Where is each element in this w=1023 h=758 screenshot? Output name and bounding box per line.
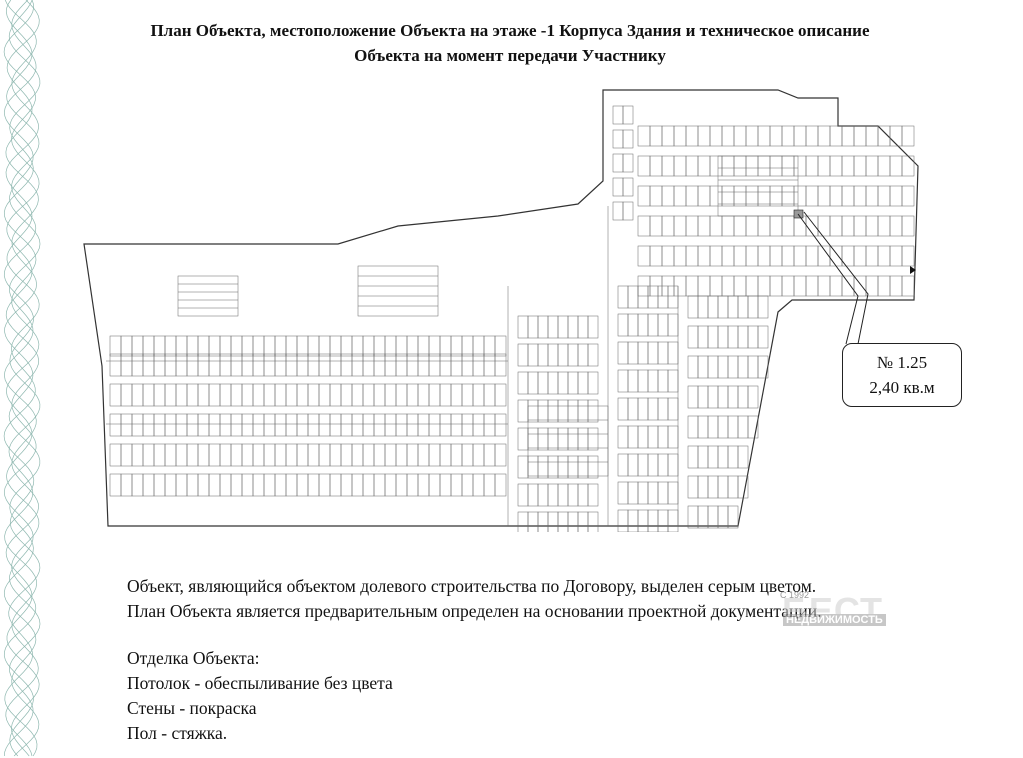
description-line-1: Объект, являющийся объектом долевого стр… (127, 576, 817, 596)
object-number: № 1.25 (876, 353, 928, 372)
finishing-item: Потолок - обеспыливание без цвета (127, 673, 393, 693)
finishing-item: Стены - покраска (127, 698, 257, 718)
entrance-marker-icon (910, 266, 916, 274)
document-title: План Объекта, местоположение Объекта на … (60, 18, 960, 68)
leader-line (797, 213, 859, 345)
plan-outline (83, 89, 919, 527)
title-line-1: План Объекта, местоположение Объекта на … (150, 21, 870, 40)
object-callout: № 1.25 2,40 кв.м (842, 343, 962, 407)
guilloche-border (3, 0, 41, 757)
finishing-item: Пол - стяжка. (127, 723, 228, 743)
object-area: 2,40 кв.м (869, 378, 935, 397)
title-line-2: Объекта на момент передачи Участнику (354, 46, 666, 65)
description-line-2: План Объекта является предварительным оп… (127, 601, 822, 621)
watermark-logo: БЕСТ С 1992 НЕДВИЖИМОСТЬ (780, 590, 890, 631)
floor-plan (83, 89, 919, 532)
watermark-year: С 1992 (780, 590, 810, 600)
watermark-subtitle: НЕДВИЖИМОСТЬ (783, 614, 886, 626)
finishing-heading: Отделка Объекта: (127, 648, 260, 668)
description-block: Объект, являющийся объектом долевого стр… (127, 574, 957, 746)
